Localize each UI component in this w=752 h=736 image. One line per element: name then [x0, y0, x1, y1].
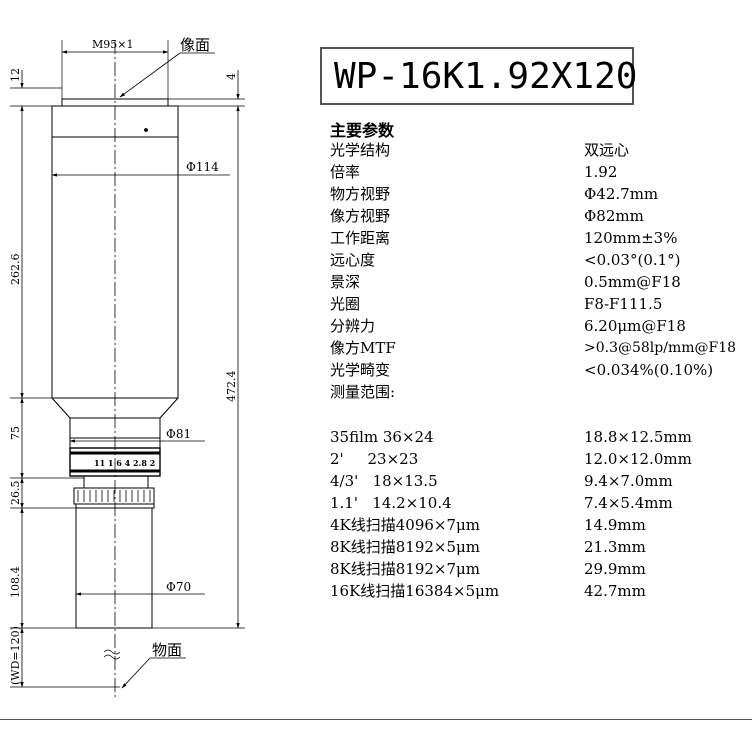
spec-label: 像方视野: [330, 207, 391, 225]
spec-label: 倍率: [330, 163, 361, 181]
spec-value: <0.03°(0.1°): [584, 251, 681, 269]
spec-label: 光学畸变: [330, 361, 391, 379]
spec-value: 双远心: [584, 141, 630, 159]
dia-mid: Φ81: [166, 427, 191, 441]
dim-cone-length: 75: [9, 426, 22, 440]
lens-drawing: M95×1 像面 物面 12 4 262.6 75 26.5 108.4 (WD…: [9, 36, 245, 700]
dia-body: Φ114: [186, 160, 219, 174]
ring-engraving: 11 1 6 4 2.8 2: [94, 458, 155, 468]
sensor-label: 35film 36×24: [330, 428, 434, 446]
spec-label: 分辨力: [330, 317, 376, 335]
specs-title: 主要参数: [330, 121, 395, 140]
sensor-label: 1.1' 14.2×10.4: [330, 494, 452, 512]
dia-bottom: Φ70: [166, 580, 191, 594]
thread-label: M95×1: [92, 38, 133, 51]
sensor-value: 7.4×5.4mm: [584, 494, 673, 512]
model-title: WP-16K1.92X120: [334, 56, 638, 97]
sensor-value: 9.4×7.0mm: [584, 472, 673, 490]
spec-label: 物方视野: [330, 185, 391, 203]
dim-total-length: 472.4: [225, 371, 238, 403]
object-plane-label: 物面: [152, 641, 182, 659]
sensor-label: 2' 23×23: [330, 450, 419, 468]
sensor-label: 8K线扫描8192×7μm: [330, 560, 481, 578]
dim-bottom-length: 108.4: [9, 567, 22, 599]
spec-label: 远心度: [330, 251, 376, 269]
spec-label: 光学结构: [330, 141, 391, 159]
sensor-value: 14.9mm: [584, 516, 646, 534]
spec-value: 0.5mm@F18: [584, 273, 681, 291]
bottom-divider: [0, 719, 752, 720]
dim-top-left: 12: [9, 68, 22, 82]
bottom-barrel: [75, 507, 153, 629]
main-body: [51, 105, 179, 399]
sensor-value: 21.3mm: [584, 538, 646, 556]
spec-label: 工作距离: [330, 229, 391, 247]
spec-label: 测量范围:: [330, 383, 396, 401]
sensor-value: 42.7mm: [584, 582, 646, 600]
spec-label: 景深: [330, 273, 361, 291]
sensor-label: 16K线扫描16384×5μm: [330, 582, 500, 600]
sensor-label: 4K线扫描4096×7μm: [330, 516, 481, 534]
spec-value: 1.92: [584, 163, 618, 181]
sensor-value: 29.9mm: [584, 560, 646, 578]
sensor-value: 18.8×12.5mm: [584, 428, 692, 446]
sensor-label: 4/3' 18×13.5: [330, 472, 438, 490]
spec-label: 光圈: [330, 295, 361, 313]
model-title-box: WP-16K1.92X120: [320, 47, 638, 105]
spec-label: 像方MTF: [330, 339, 396, 357]
dim-working-distance: (WD=120): [9, 626, 22, 685]
image-plane-label: 像面: [180, 36, 210, 54]
spec-value: <0.034%(0.10%): [584, 361, 714, 379]
dim-body-length: 262.6: [9, 254, 22, 286]
spec-value: 6.20μm@F18: [584, 317, 686, 335]
spec-value: 120mm±3%: [584, 229, 678, 247]
spec-value: F8-F111.5: [584, 295, 663, 313]
dim-top-right: 4: [225, 73, 238, 80]
dim-ring-length: 26.5: [9, 481, 22, 506]
spec-value: >0.3@58lp/mm@F18: [584, 340, 737, 356]
sensor-value: 12.0×12.0mm: [584, 450, 692, 468]
spec-value: Φ42.7mm: [584, 185, 659, 203]
sensor-label: 8K线扫描8192×5μm: [330, 538, 481, 556]
spec-value: Φ82mm: [584, 207, 644, 225]
